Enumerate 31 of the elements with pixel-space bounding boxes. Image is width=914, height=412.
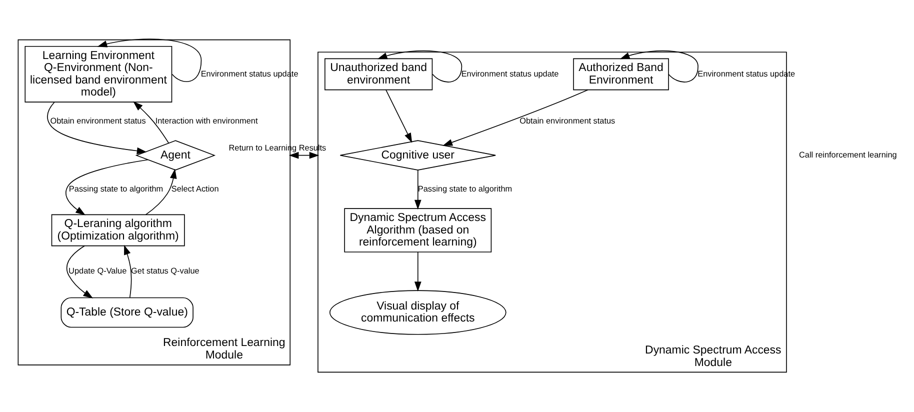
arrow [414,252,422,292]
edge-label: Interaction with environment [155,116,258,126]
node-box: Dynamic Spectrum Access Algorithm (based on reinforcement learning) [344,208,492,252]
arrow [442,89,588,146]
label: Call reinforcement learning [798,150,897,160]
node-box: Q-Table (Store Q-value) [60,297,194,328]
node-ellipse: Visual display of communication effects [329,290,506,335]
arrow [145,168,177,216]
arrow [386,90,412,143]
arrow [620,50,698,82]
arrow [288,152,320,159]
arrow [47,102,147,154]
arrow [66,159,148,216]
node-box: Learning Environment Q-Environment (Non-licensed band environment model) [24,46,172,102]
arrow [97,38,202,82]
edge-label: Obtain environment status [520,116,616,126]
edge-label: Select Action [171,184,219,194]
node-box: Authorized Band Environment [573,58,669,90]
arrow [66,245,94,298]
edge-label: Environment status update [461,69,559,78]
edge-label: Update Q-Value [68,266,127,276]
edge-label: Get status Q-value [131,266,200,276]
node-box: Unauthorized band environment [324,58,433,90]
edge-label: Passing state to algorithm [418,184,512,194]
arrow [377,50,462,82]
arrow [124,244,132,298]
edge-label: Passing state to algorithm [68,184,164,194]
arrow [133,101,170,144]
node-box: Q-Leraning algorithm (Optimization algorithm) [51,214,185,246]
edge-label: Obtain environment status [50,116,146,126]
arrow [414,170,422,210]
